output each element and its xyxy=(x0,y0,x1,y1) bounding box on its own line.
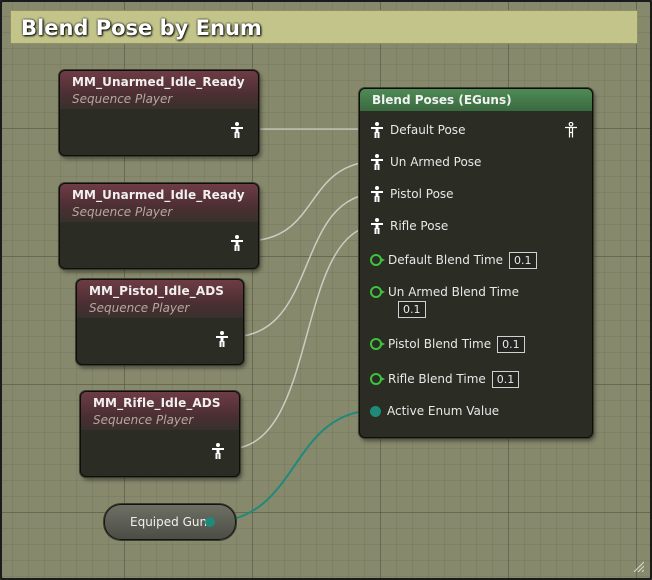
pin-active-enum-value[interactable]: Active Enum Value xyxy=(370,401,499,421)
resize-grip-icon[interactable] xyxy=(632,560,644,572)
sequence-node-subtitle: Sequence Player xyxy=(72,92,173,106)
sequence-player-node-2[interactable]: MM_Unarmed_Idle_Ready Sequence Player xyxy=(59,183,259,269)
pin-default-blend-time[interactable]: Default Blend Time 0.1 xyxy=(370,250,537,270)
pose-figure-icon[interactable] xyxy=(370,154,384,170)
sequence-player-node-4[interactable]: MM_Rifle_Idle_ADS Sequence Player xyxy=(80,391,240,477)
equiped-gun-variable-node[interactable]: Equiped Gun xyxy=(104,504,236,540)
blend-time-value[interactable]: 0.1 xyxy=(497,335,525,353)
sequence-node-subtitle: Sequence Player xyxy=(93,413,194,427)
pose-figure-icon[interactable] xyxy=(230,235,244,251)
pin-pistol-blend-time[interactable]: Pistol Blend Time 0.1 xyxy=(370,334,525,354)
pin-label: Active Enum Value xyxy=(387,404,500,418)
pose-figure-icon[interactable] xyxy=(370,186,384,202)
float-pin-icon[interactable] xyxy=(370,286,385,298)
pose-figure-icon[interactable] xyxy=(370,218,384,234)
pin-label: Pistol Pose xyxy=(390,187,454,201)
sequence-node-header: MM_Unarmed_Idle_Ready Sequence Player xyxy=(60,184,258,222)
pin-label: Un Armed Pose xyxy=(390,155,482,169)
sequence-node-header: MM_Pistol_Idle_ADS Sequence Player xyxy=(77,280,243,318)
blend-time-value[interactable]: 0.1 xyxy=(509,251,537,269)
pin-unarmed-pose[interactable]: Un Armed Pose xyxy=(370,152,481,172)
pose-figure-icon[interactable] xyxy=(230,122,244,138)
pin-label: Default Blend Time xyxy=(388,253,504,267)
sequence-player-node-3[interactable]: MM_Pistol_Idle_ADS Sequence Player xyxy=(76,279,244,365)
sequence-player-node-1[interactable]: MM_Unarmed_Idle_Ready Sequence Player xyxy=(59,70,259,156)
pin-unarmed-blend-time[interactable]: Un Armed Blend Time xyxy=(370,282,519,302)
pin-label: Default Pose xyxy=(390,123,466,137)
blend-time-value[interactable]: 0.1 xyxy=(491,370,520,388)
sequence-node-subtitle: Sequence Player xyxy=(72,205,173,219)
sequence-node-header: MM_Unarmed_Idle_Ready Sequence Player xyxy=(60,71,258,109)
sequence-node-title: MM_Rifle_Idle_ADS xyxy=(93,396,221,410)
pose-figure-icon[interactable] xyxy=(211,443,225,459)
enum-pin-icon[interactable] xyxy=(205,517,215,527)
pin-pistol-pose[interactable]: Pistol Pose xyxy=(370,184,454,204)
blend-node-title: Blend Poses (EGuns) xyxy=(360,89,592,111)
pin-rifle-pose[interactable]: Rifle Pose xyxy=(370,216,448,236)
pose-figure-icon[interactable] xyxy=(215,331,229,347)
pin-label: Rifle Pose xyxy=(390,219,449,233)
pin-rifle-blend-time[interactable]: Rifle Blend Time 0.1 xyxy=(370,369,520,389)
graph-title-bar: Blend Pose by Enum xyxy=(10,10,638,44)
sequence-node-subtitle: Sequence Player xyxy=(89,301,190,315)
sequence-node-header: MM_Rifle_Idle_ADS Sequence Player xyxy=(81,392,239,430)
sequence-node-title: MM_Unarmed_Idle_Ready xyxy=(72,188,245,202)
float-pin-icon[interactable] xyxy=(370,373,385,385)
variable-label: Equiped Gun xyxy=(130,515,208,529)
pose-figure-icon[interactable] xyxy=(370,122,384,138)
graph-title: Blend Pose by Enum xyxy=(21,16,262,40)
blend-time-value[interactable]: 0.1 xyxy=(398,301,426,318)
float-pin-icon[interactable] xyxy=(370,254,385,266)
sequence-node-title: MM_Pistol_Idle_ADS xyxy=(89,284,225,298)
pin-label: Un Armed Blend Time xyxy=(388,285,519,299)
float-pin-icon[interactable] xyxy=(370,338,385,350)
blend-poses-node[interactable]: Blend Poses (EGuns) Default Pose Un Arme… xyxy=(359,88,593,438)
pin-default-pose[interactable]: Default Pose xyxy=(370,120,465,140)
pin-label: Rifle Blend Time xyxy=(388,372,486,386)
enum-pin-icon[interactable] xyxy=(370,405,381,417)
sequence-node-title: MM_Unarmed_Idle_Ready xyxy=(72,75,245,89)
pin-label: Pistol Blend Time xyxy=(388,337,492,351)
pose-output-icon[interactable] xyxy=(564,122,578,138)
